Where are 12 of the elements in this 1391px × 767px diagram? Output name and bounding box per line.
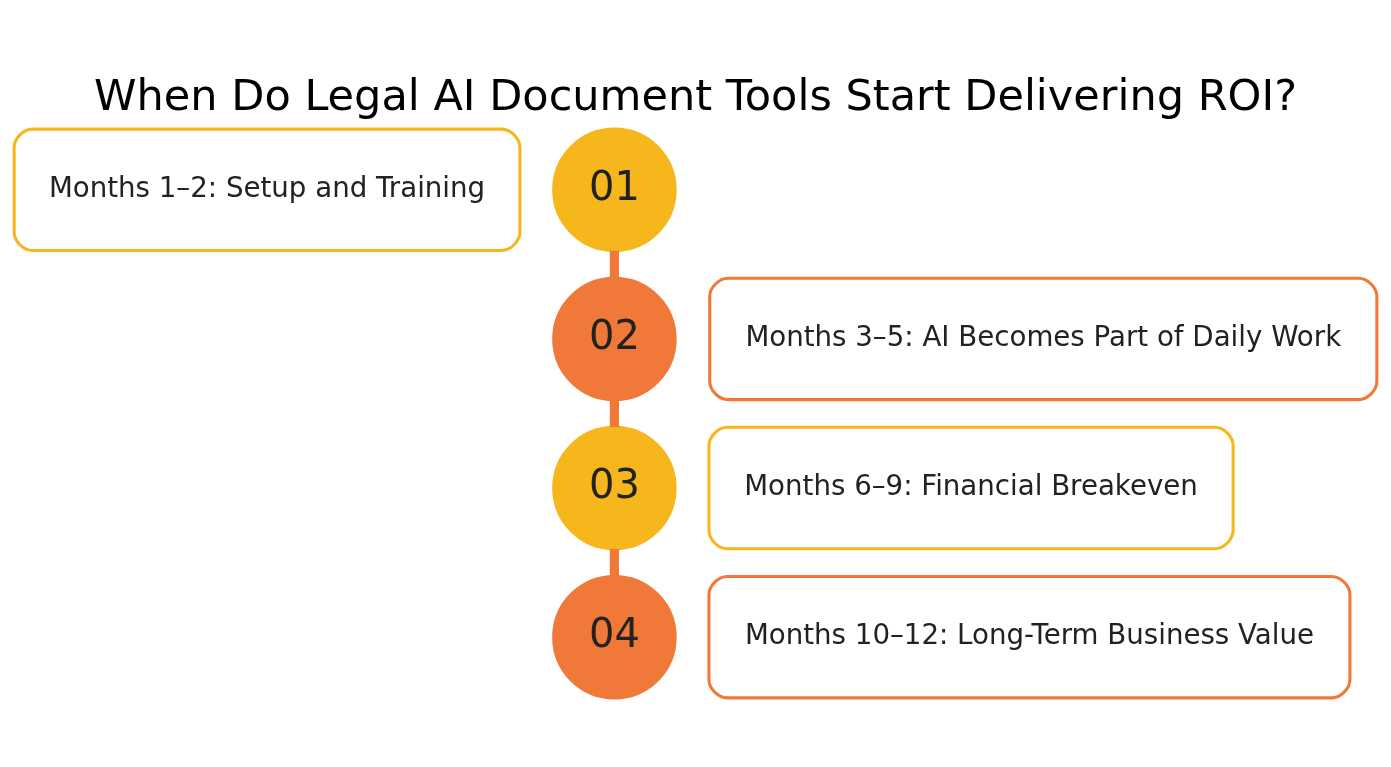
node-box: Months 6–9: Financial Breakeven <box>707 425 1235 551</box>
connector <box>609 250 619 279</box>
node-box: Months 10–12: Long-Term Business Value <box>707 574 1352 700</box>
node-circle: 04 <box>552 574 677 700</box>
node-box: Months 1–2: Setup and Training <box>12 127 522 253</box>
node-circle: 01 <box>552 127 677 253</box>
diagram-title: When Do Legal AI Document Tools Start Delivering ROI? <box>94 69 1297 120</box>
node-circle: 03 <box>552 425 677 551</box>
node-box: Months 3–5: AI Becomes Part of Daily Work <box>708 276 1379 402</box>
connector <box>609 399 619 428</box>
connector <box>609 548 619 577</box>
node-circle: 02 <box>552 276 677 402</box>
